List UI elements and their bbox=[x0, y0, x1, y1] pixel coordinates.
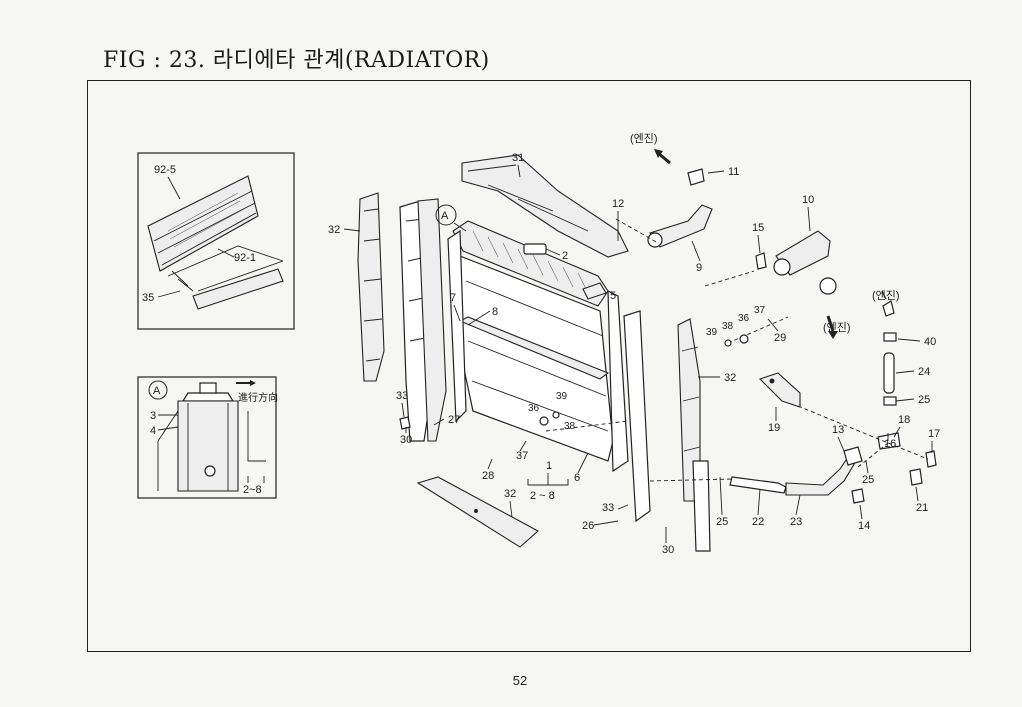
callout-25-mid: 25 bbox=[862, 474, 874, 486]
radiator-exploded-diagram: 92-5 92-1 35 A 進行方向 3 4 2~8 bbox=[137, 132, 940, 556]
engine-arrows bbox=[654, 149, 887, 339]
callout-13: 13 bbox=[832, 424, 844, 436]
callout-27: 27 bbox=[448, 414, 460, 426]
callout-31: 31 bbox=[512, 152, 524, 164]
callout-92-5: 92-5 bbox=[154, 164, 176, 176]
callout-16: 16 bbox=[884, 438, 896, 450]
callout-21: 21 bbox=[916, 502, 928, 514]
callout-23: 23 bbox=[790, 516, 802, 528]
callout-39-top: 39 bbox=[706, 327, 718, 338]
callout-7: 7 bbox=[450, 292, 456, 304]
callout-6: 6 bbox=[574, 472, 580, 484]
callout-11: 11 bbox=[728, 166, 739, 178]
engine-label-right: (엔진) bbox=[872, 289, 900, 302]
callout-37-top: 37 bbox=[754, 305, 766, 316]
callout-40: 40 bbox=[924, 336, 936, 348]
callout-5: 5 bbox=[610, 290, 616, 302]
engine-label-mid: (엔진) bbox=[823, 321, 851, 334]
page-number: 52 bbox=[512, 673, 528, 688]
callout-39-bottom: 39 bbox=[556, 391, 568, 402]
callout-26: 26 bbox=[582, 520, 594, 532]
callout-32-right: 32 bbox=[724, 372, 736, 384]
callout-25-bottom: 25 bbox=[716, 516, 728, 528]
inset-detail-a: A 進行方向 3 4 2~8 bbox=[137, 376, 278, 499]
callout-38-top: 38 bbox=[722, 321, 734, 332]
lower-pipe bbox=[729, 446, 865, 504]
part-callouts: 31 11 12 10 2 15 9 5 8 7 37 36 38 39 29 … bbox=[328, 152, 940, 556]
callout-15: 15 bbox=[752, 222, 764, 234]
callout-28: 28 bbox=[482, 470, 494, 482]
callout-32-bottom: 32 bbox=[504, 488, 516, 500]
direction-text: 進行方向 bbox=[238, 391, 278, 404]
callout-4: 4 bbox=[150, 425, 156, 437]
leader-lines bbox=[545, 218, 929, 482]
callout-12: 12 bbox=[612, 198, 624, 210]
callout-32-left: 32 bbox=[328, 224, 340, 236]
callout-35: 35 bbox=[142, 292, 154, 304]
right-shroud-panels bbox=[623, 310, 711, 552]
callout-30-bottom: 30 bbox=[662, 544, 674, 556]
reservoir-parts bbox=[877, 300, 937, 486]
callout-29: 29 bbox=[774, 332, 786, 344]
callout-24: 24 bbox=[918, 366, 930, 378]
callout-2: 2 bbox=[562, 250, 568, 262]
callout-9: 9 bbox=[696, 262, 702, 274]
callout-3: 3 bbox=[150, 410, 156, 422]
callout-36-bottom: 36 bbox=[528, 403, 540, 414]
callout-22: 22 bbox=[752, 516, 764, 528]
callout-14: 14 bbox=[858, 520, 870, 532]
detail-a-ref: A bbox=[441, 210, 449, 222]
page-title: FIG : 23. 라디에타 관계(RADIATOR) bbox=[103, 48, 490, 73]
left-baffle-panel bbox=[357, 192, 447, 442]
callout-10: 10 bbox=[802, 194, 814, 206]
bracket bbox=[758, 372, 801, 408]
inset-top-panel: 92-5 92-1 35 bbox=[137, 152, 295, 330]
callout-38-bottom: 38 bbox=[564, 421, 576, 432]
callout-1: 1 bbox=[546, 460, 552, 472]
engine-label-top: (엔진) bbox=[630, 132, 658, 145]
callout-30-left: 30 bbox=[400, 434, 412, 446]
radiator-core bbox=[447, 220, 629, 473]
callout-8: 8 bbox=[492, 306, 498, 318]
lower-seal bbox=[416, 476, 539, 548]
detail-a-marker: A bbox=[153, 385, 161, 397]
callout-92-1: 92-1 bbox=[234, 252, 256, 264]
diagram-frame: 92-5 92-1 35 A 進行方向 3 4 2~8 bbox=[87, 80, 971, 652]
callout-33-bottom: 33 bbox=[602, 502, 614, 514]
callout-36-top: 36 bbox=[738, 313, 750, 324]
callout-25-top: 25 bbox=[918, 394, 930, 406]
callout-33-left: 33 bbox=[396, 390, 408, 402]
upper-hose bbox=[647, 168, 837, 295]
callout-2-8-main: 2 ~ 8 bbox=[530, 490, 555, 502]
callout-19: 19 bbox=[768, 422, 780, 434]
callout-37-bottom: 37 bbox=[516, 450, 528, 462]
callout-17: 17 bbox=[928, 428, 940, 440]
callout-18: 18 bbox=[898, 414, 910, 426]
upper-shroud bbox=[461, 154, 629, 258]
callout-2-8: 2~8 bbox=[243, 484, 262, 496]
